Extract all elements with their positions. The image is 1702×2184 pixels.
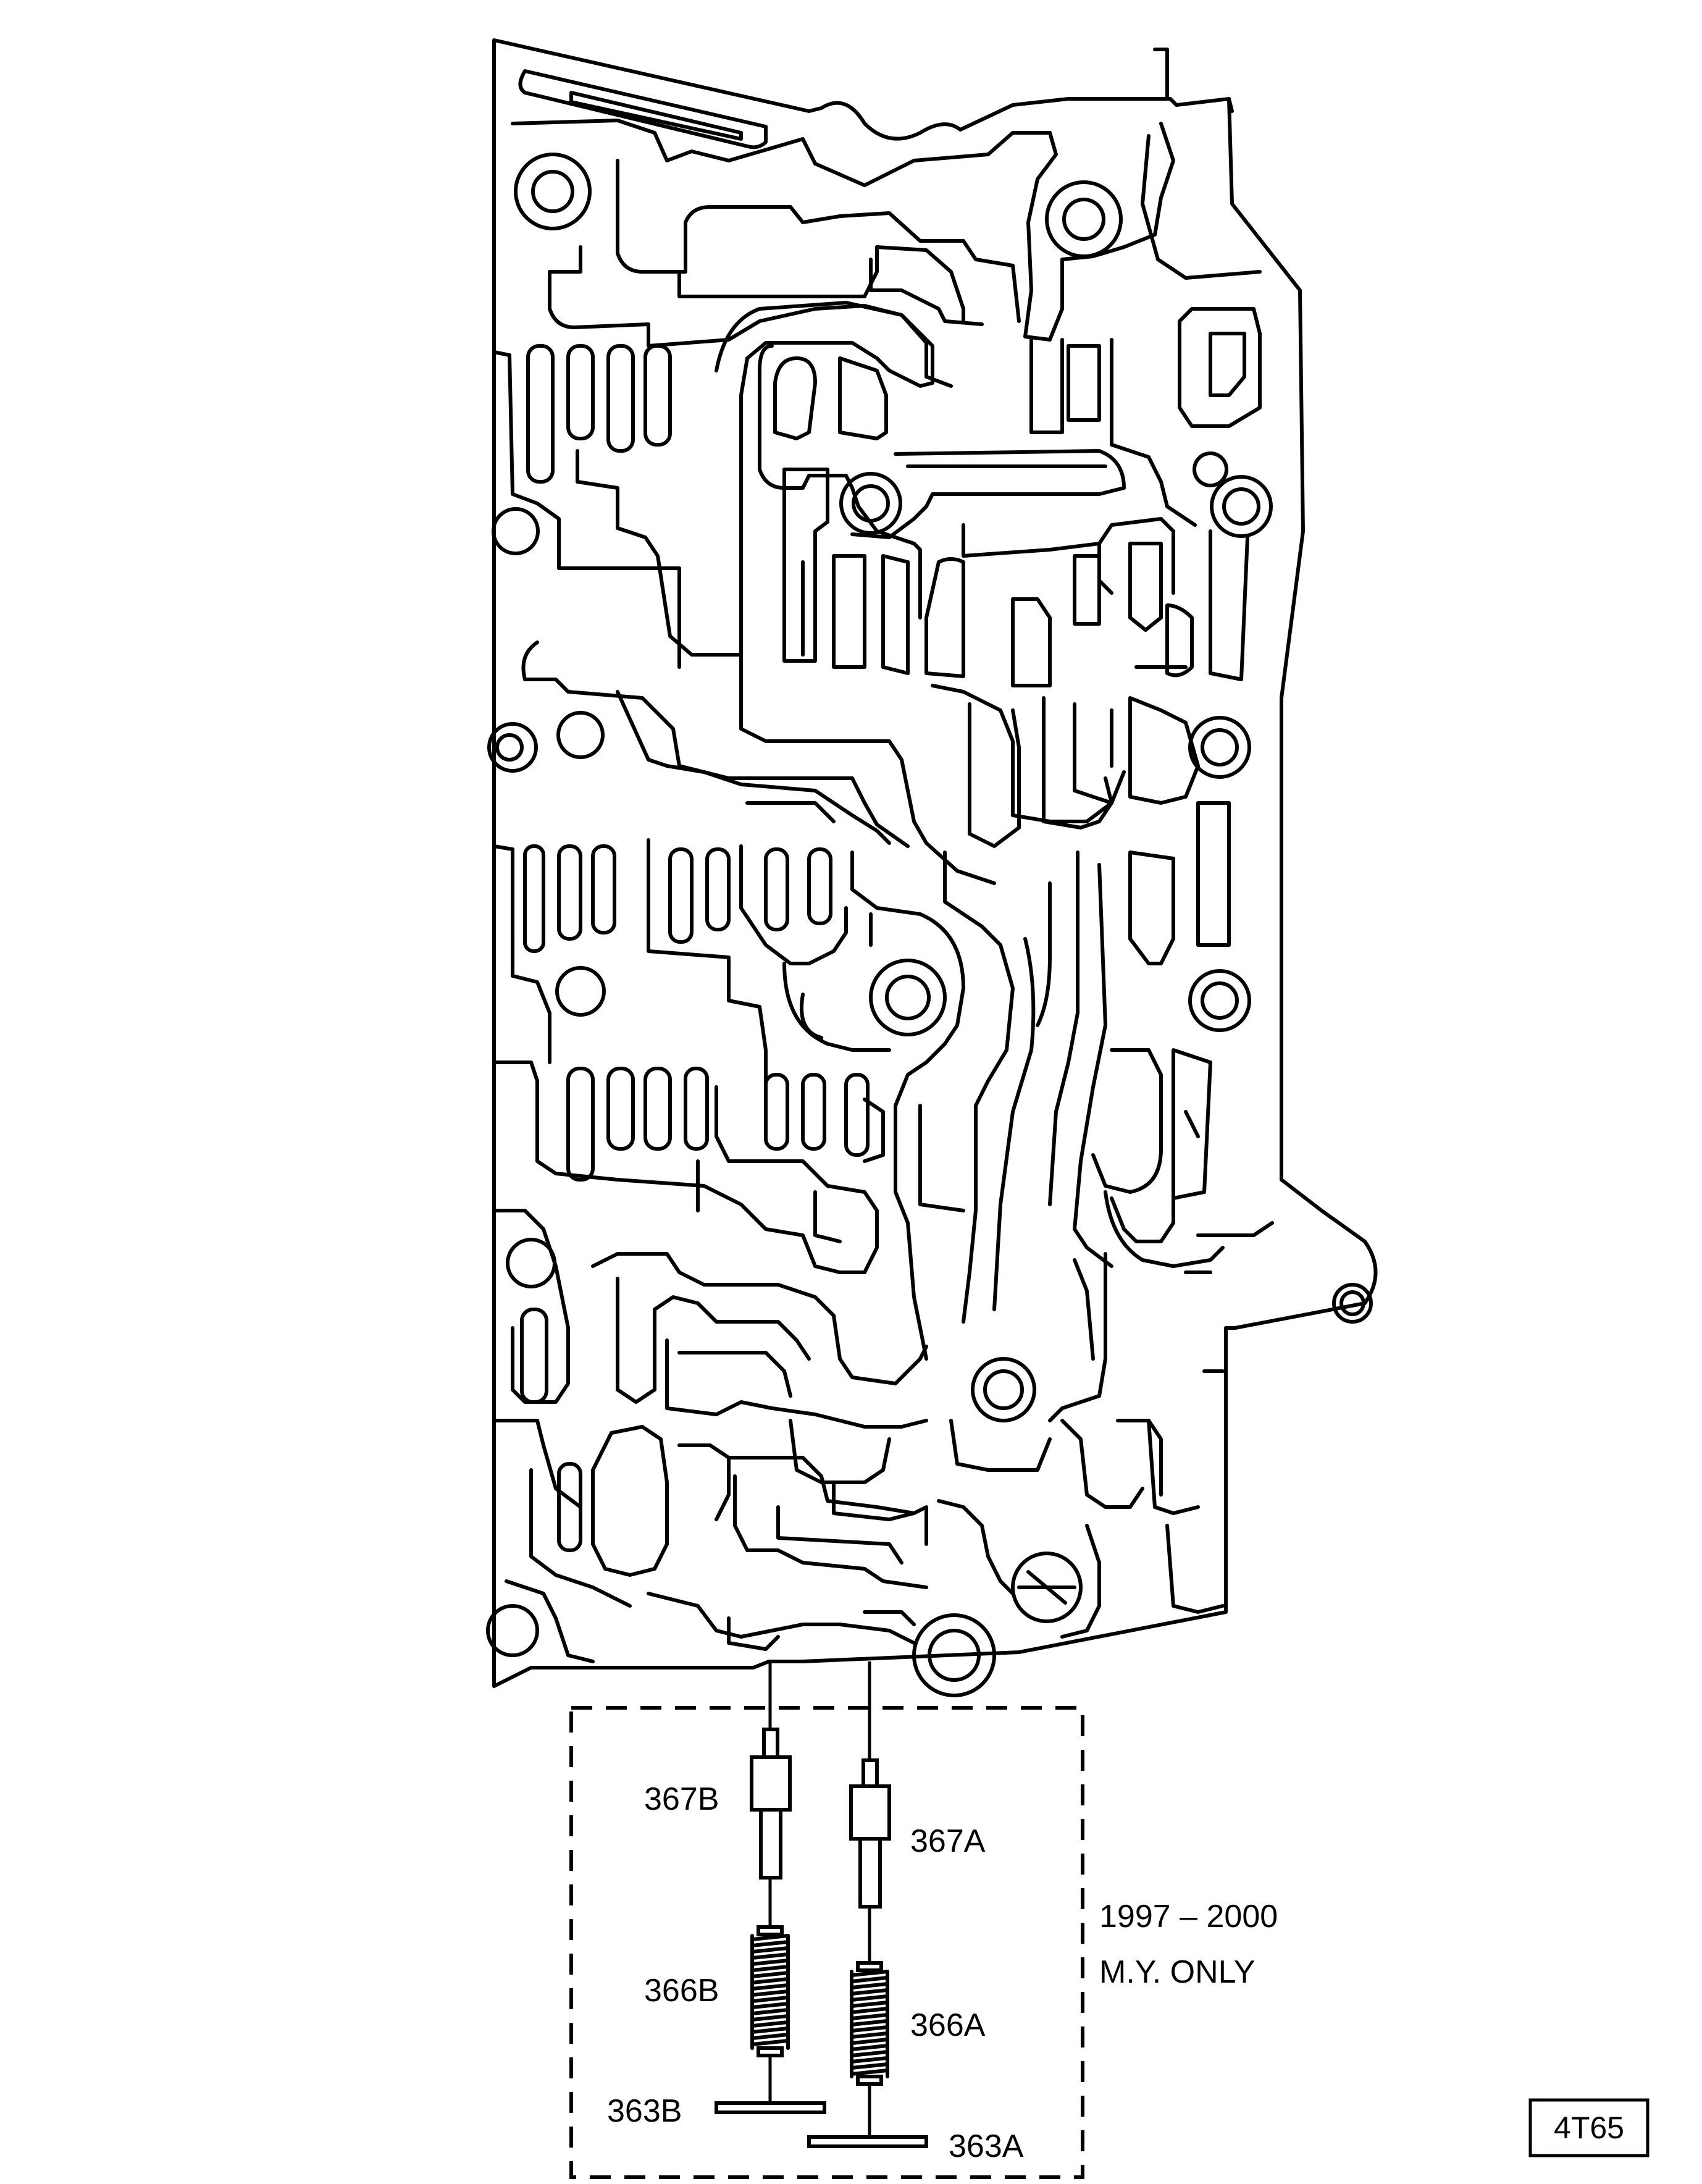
label-363a: 363A [949, 2128, 1024, 2164]
figure-tag-text: 4T65 [1554, 2110, 1624, 2145]
note-model-year-only: M.Y. ONLY [1099, 1954, 1255, 1990]
label-367a: 367A [910, 1823, 986, 1859]
figure-tag: 4T65 [1528, 2098, 1650, 2157]
leader-lines [768, 1661, 871, 1760]
component-stack-a [807, 1758, 928, 2148]
valve-body-plate [492, 38, 1378, 1688]
component-stack-b [715, 1723, 826, 2114]
label-366b: 366B [644, 1973, 719, 2009]
label-367b: 367B [644, 1781, 719, 1817]
label-366a: 366A [910, 2007, 986, 2043]
note-years: 1997 – 2000 [1099, 1899, 1278, 1934]
model-year-callout-box [569, 1706, 1084, 2179]
label-363b: 363B [607, 2093, 682, 2129]
fluid-passages [492, 69, 1274, 1663]
